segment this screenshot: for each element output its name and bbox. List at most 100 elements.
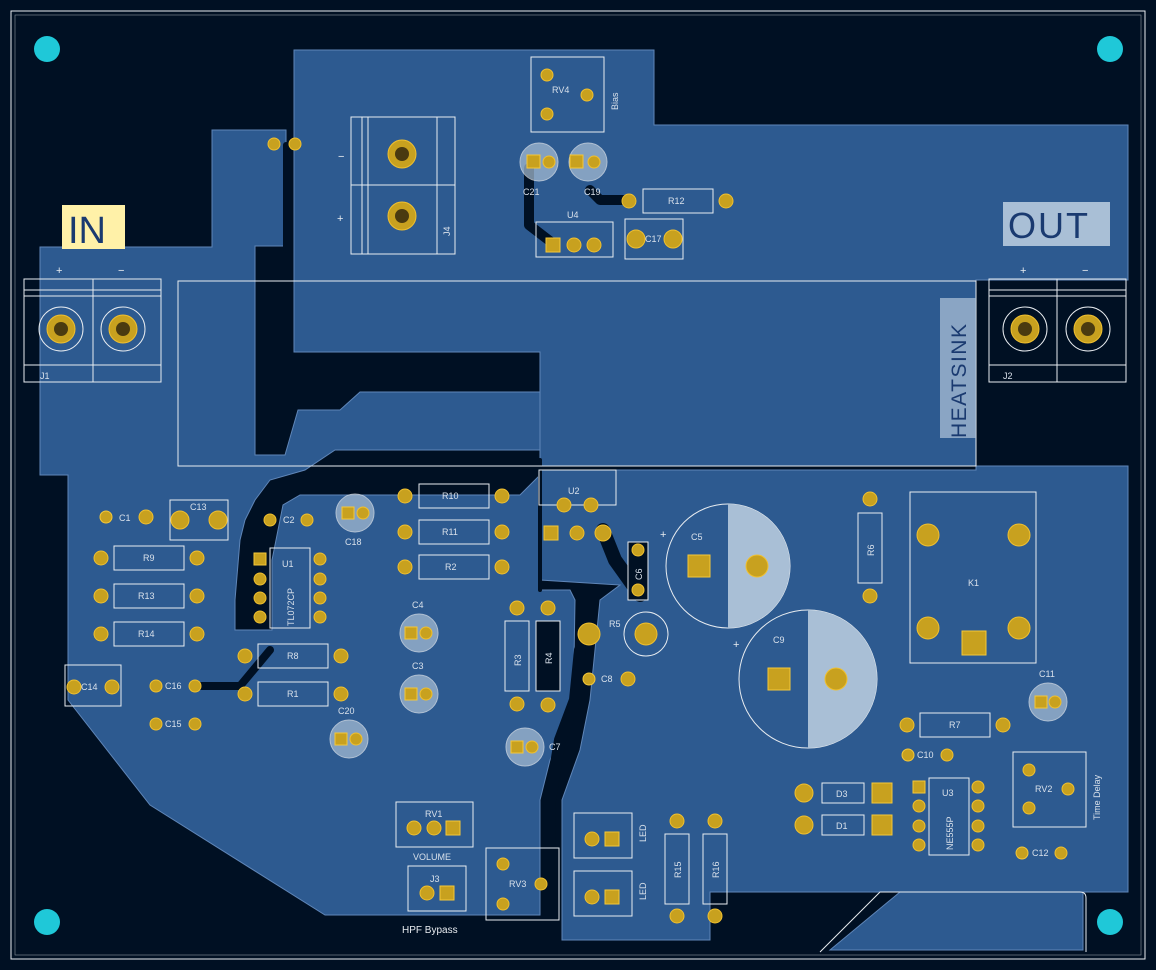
jumper-j3: J3 HPF Bypass <box>402 865 467 936</box>
resistor-r4: R4 <box>535 600 561 713</box>
resistor-r5: R5 <box>577 611 669 657</box>
resistor-r10: R10 <box>397 483 510 509</box>
svg-text:C6: C6 <box>634 568 644 580</box>
resistor-r2: R2 <box>397 554 510 580</box>
svg-text:C16: C16 <box>165 681 182 691</box>
svg-text:R12: R12 <box>668 196 685 206</box>
svg-text:−: − <box>1082 265 1088 277</box>
svg-text:LED: LED <box>638 824 648 842</box>
svg-text:C14: C14 <box>81 682 98 692</box>
capacitor-c18: C18 <box>335 493 375 547</box>
svg-text:R15: R15 <box>673 861 683 878</box>
capacitor-c2: C2 <box>263 513 314 527</box>
svg-text:Time Delay: Time Delay <box>1092 774 1102 820</box>
connector-j1: + − J1 <box>23 265 162 383</box>
svg-text:R10: R10 <box>442 491 459 501</box>
svg-text:RV1: RV1 <box>425 809 442 819</box>
resistor-r13: R13 <box>93 583 205 609</box>
svg-text:C13: C13 <box>190 502 207 512</box>
svg-text:TL072CP: TL072CP <box>286 588 296 626</box>
capacitor-c7: C7 <box>505 727 561 767</box>
svg-text:C2: C2 <box>283 515 295 525</box>
capacitor-c16: C16 <box>149 679 202 693</box>
svg-text:R1: R1 <box>287 689 299 699</box>
svg-text:C7: C7 <box>549 742 561 752</box>
svg-text:C3: C3 <box>412 661 424 671</box>
svg-text:+: + <box>660 529 666 541</box>
heatsink-label: HEATSINK <box>948 323 971 438</box>
capacitor-c5: + C5 <box>660 503 791 629</box>
resistor-r1: R1 <box>237 681 349 707</box>
svg-text:C11: C11 <box>1039 669 1055 679</box>
svg-text:R13: R13 <box>138 591 155 601</box>
diode-d1: D1 <box>794 814 893 836</box>
resistor-r11: R11 <box>397 519 510 545</box>
svg-text:C10: C10 <box>917 750 934 760</box>
potentiometer-rv1: RV1 VOLUME <box>395 801 474 862</box>
regulator-u4: U4 <box>535 210 614 258</box>
capacitor-c4: C4 <box>399 600 439 653</box>
svg-text:+: + <box>733 639 739 651</box>
capacitor-c10: C10 <box>901 748 954 762</box>
svg-text:C5: C5 <box>691 532 703 542</box>
svg-text:VOLUME: VOLUME <box>413 852 451 862</box>
resistor-r15: R15 <box>664 813 690 924</box>
svg-text:D3: D3 <box>836 789 848 799</box>
svg-text:−: − <box>338 151 344 163</box>
svg-text:RV2: RV2 <box>1035 784 1052 794</box>
svg-text:R3: R3 <box>513 654 523 666</box>
svg-text:J4: J4 <box>442 226 452 236</box>
resistor-r14: R14 <box>93 621 205 647</box>
svg-text:Bias: Bias <box>610 92 620 110</box>
mount-hole-br <box>1097 909 1123 935</box>
svg-text:−: − <box>118 265 124 277</box>
led-connector-a: LED <box>573 812 648 859</box>
svg-text:+: + <box>337 213 343 225</box>
svg-text:R16: R16 <box>711 861 721 878</box>
resistor-r6: R6 <box>857 491 883 604</box>
svg-text:C19: C19 <box>584 187 601 197</box>
transistor-u2: U2 <box>538 469 617 542</box>
capacitor-c21: C21 <box>519 142 559 197</box>
svg-text:RV4: RV4 <box>552 85 569 95</box>
svg-text:U2: U2 <box>568 486 580 496</box>
svg-text:U1: U1 <box>282 559 294 569</box>
svg-text:C8: C8 <box>601 674 613 684</box>
relay-k1: K1 <box>909 491 1037 664</box>
board-edge-notch <box>819 891 1087 953</box>
capacitor-c14: C14 <box>64 664 122 707</box>
svg-text:C12: C12 <box>1032 848 1049 858</box>
svg-text:+: + <box>1020 265 1026 277</box>
mount-hole-bl <box>34 909 60 935</box>
out-label: OUT <box>1008 205 1090 246</box>
svg-text:K1: K1 <box>968 578 979 588</box>
capacitor-c13: C13 <box>169 499 229 541</box>
connector-j2: + − J2 <box>988 265 1127 383</box>
svg-text:R8: R8 <box>287 651 299 661</box>
svg-text:J3: J3 <box>430 874 440 884</box>
diode-d3: D3 <box>794 782 893 804</box>
capacitor-c6: C6 <box>627 541 649 601</box>
svg-text:+: + <box>56 265 62 277</box>
svg-text:C18: C18 <box>345 537 362 547</box>
svg-text:C17: C17 <box>645 234 662 244</box>
resistor-r16: R16 <box>702 813 728 924</box>
svg-text:J2: J2 <box>1003 371 1013 381</box>
svg-text:C15: C15 <box>165 719 182 729</box>
timer-u3: U3 NE555P <box>912 777 985 856</box>
svg-text:C9: C9 <box>773 635 785 645</box>
svg-text:D1: D1 <box>836 821 848 831</box>
capacitor-c20: C20 <box>329 706 369 759</box>
resistor-r12: R12 <box>621 188 734 214</box>
svg-text:R2: R2 <box>445 562 457 572</box>
svg-text:R5: R5 <box>609 619 621 629</box>
svg-text:C1: C1 <box>119 513 131 523</box>
capacitor-c15: C15 <box>149 717 202 731</box>
svg-text:C21: C21 <box>523 187 540 197</box>
resistor-r9: R9 <box>93 545 205 571</box>
in-label: IN <box>68 210 106 252</box>
mount-hole-tr <box>1097 36 1123 62</box>
svg-text:R4: R4 <box>544 652 554 664</box>
trimmer-rv2: RV2 Time Delay <box>1012 751 1102 828</box>
trimmer-rv3: RV3 <box>485 847 560 921</box>
